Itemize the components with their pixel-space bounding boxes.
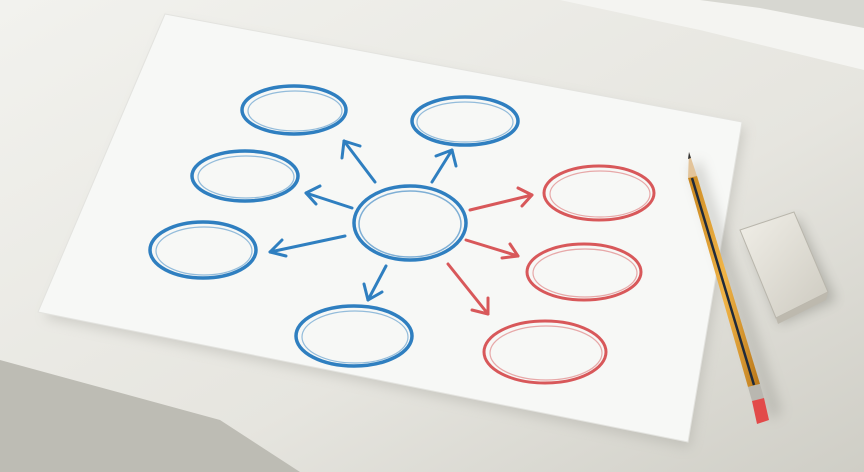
mind-map-nodes-red (482, 164, 656, 385)
arrow-left-lower (268, 234, 347, 258)
node-right-bottom (482, 319, 608, 385)
pencil-lead (688, 152, 691, 159)
arrow-left (304, 184, 354, 210)
mind-map-nodes-blue (148, 84, 520, 368)
pencil-shadow (690, 160, 782, 420)
center-node (352, 184, 468, 262)
pencil-tip-wood (688, 152, 697, 178)
pencil-eraser-tip (752, 398, 769, 424)
arrow-right-upper (468, 186, 534, 212)
arrow-up-left (340, 139, 377, 184)
pencil (688, 152, 782, 424)
arrow-down-right (446, 262, 490, 316)
sill-front-edge (0, 360, 300, 472)
arrow-up-right (430, 148, 458, 184)
eraser (739, 211, 836, 324)
node-top-left (240, 84, 348, 136)
node-left-lower (148, 220, 258, 280)
pencil-stripe (690, 177, 756, 386)
arrow-down (362, 264, 388, 302)
pencil-ferrule (748, 384, 764, 401)
window-frame (560, 0, 864, 70)
paper-sheet (37, 13, 743, 443)
node-right-middle (525, 242, 643, 302)
node-left-upper (190, 149, 300, 203)
node-bottom (294, 304, 414, 368)
arrow-right (464, 238, 520, 260)
window-frame-edge (700, 0, 864, 28)
node-top-right (410, 95, 520, 147)
eraser-side (776, 292, 828, 324)
node-right-top (542, 164, 656, 222)
mind-map-arrows (268, 139, 534, 316)
